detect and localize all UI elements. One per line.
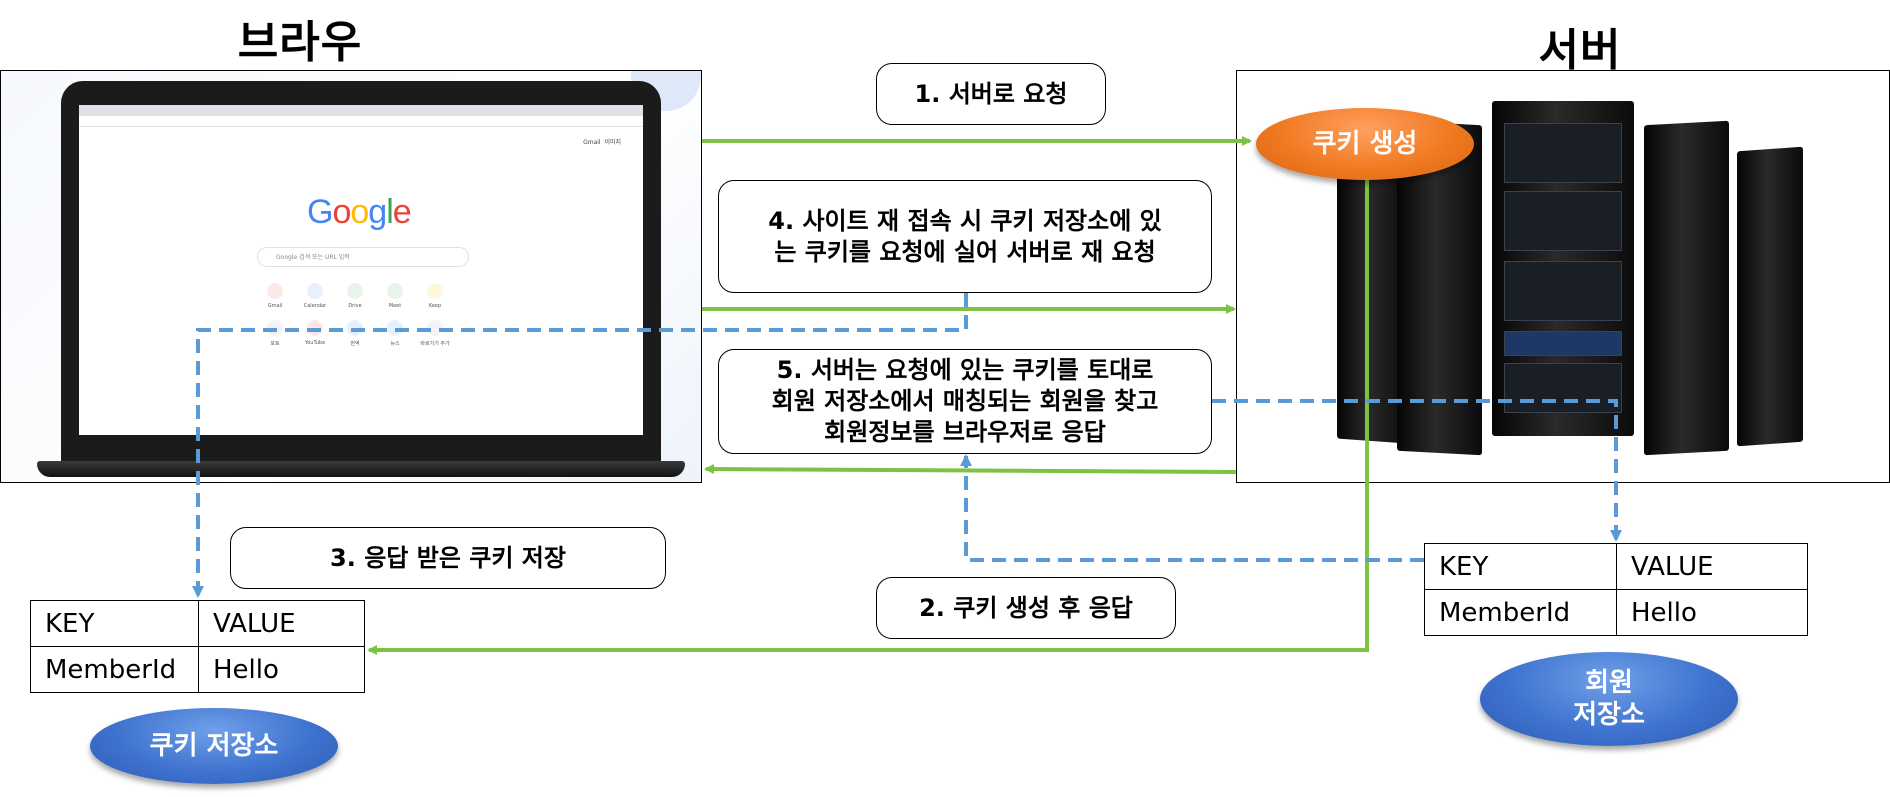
cookie-create-oval: 쿠키 생성	[1256, 108, 1474, 180]
callout-step4: 4. 사이트 재 접속 시 쿠키 저장소에 있 는 쿠키를 요청에 실어 서버로…	[718, 180, 1212, 293]
gmail-link[interactable]: Gmail	[583, 139, 601, 146]
cookie-table-value: Hello	[198, 646, 365, 693]
search-placeholder: Google 검색 또는 URL 입력	[276, 254, 350, 261]
callout-step4-line1: 4. 사이트 재 접속 시 쿠키 저장소에 있	[768, 206, 1162, 235]
shortcut-gmail-icon[interactable]	[267, 283, 283, 299]
tab-bar	[79, 105, 643, 116]
callout-step4-line2: 는 쿠키를 요청에 실어 서버로 재 요청	[774, 237, 1156, 266]
callout-step2: 2. 쿠키 생성 후 응답	[876, 577, 1176, 639]
member-table-header-row: KEY VALUE	[1424, 543, 1808, 590]
cookie-table-key: MemberId	[30, 646, 199, 693]
shortcut-keep-icon[interactable]	[427, 283, 443, 299]
member-store-label-line2: 저장소	[1573, 700, 1645, 730]
member-table: KEY VALUE MemberId Hello	[1424, 543, 1808, 636]
server-rack-center	[1492, 101, 1634, 436]
callout-step3-text: 3. 응답 받은 쿠키 저장	[330, 543, 566, 572]
callout-step3: 3. 응답 받은 쿠키 저장	[230, 527, 666, 589]
google-logo: Google	[307, 193, 412, 231]
callout-step1-text: 1. 서버로 요청	[914, 79, 1068, 108]
callout-step5-line2: 회원 저장소에서 매칭되는 회원을 찾고	[771, 387, 1159, 416]
shortcut-translate-icon[interactable]	[347, 320, 363, 336]
callout-step5-line3: 회원정보를 브라우저로 응답	[824, 417, 1106, 446]
server-rack-right2	[1644, 120, 1729, 456]
callout-step1: 1. 서버로 요청	[876, 63, 1106, 125]
server-rack-right	[1737, 146, 1803, 447]
member-table-key-header: KEY	[1424, 543, 1617, 590]
shortcut-calendar-icon[interactable]	[307, 283, 323, 299]
cookie-store-label: 쿠키 저장소	[149, 730, 279, 761]
shortcut-gmail-label: Gmail	[267, 303, 283, 309]
images-link[interactable]: 이미지	[604, 139, 621, 146]
shortcut-youtube-icon[interactable]	[307, 320, 323, 336]
callout-step5-line1: 5. 서버는 요청에 있는 쿠키를 토대로	[776, 356, 1154, 385]
browser-panel: Gmail 이미지 Google Google 검색 또는 URL 입력 Gma…	[0, 70, 702, 483]
member-table-row: MemberId Hello	[1424, 589, 1808, 636]
top-links: Gmail 이미지	[583, 137, 621, 146]
callout-step5: 5. 서버는 요청에 있는 쿠키를 토대로 회원 저장소에서 매칭되는 회원을 …	[718, 349, 1212, 454]
shortcut-translate-label: 번역	[350, 341, 360, 347]
address-bar[interactable]	[79, 116, 643, 127]
browser-window: Gmail 이미지 Google Google 검색 또는 URL 입력 Gma…	[79, 105, 643, 435]
shortcut-keep-label: Keep	[428, 303, 442, 309]
shortcut-add-icon[interactable]	[427, 320, 443, 336]
shortcut-add-label: 바로가기 추가	[420, 341, 450, 347]
shortcut-meet-icon[interactable]	[387, 283, 403, 299]
shortcut-meet-label: Meet	[388, 303, 402, 309]
laptop-base	[37, 461, 685, 477]
shortcut-calendar-label: Calendar	[303, 303, 327, 309]
laptop-screen: Gmail 이미지 Google Google 검색 또는 URL 입력 Gma…	[61, 81, 661, 466]
shortcut-drive-icon[interactable]	[347, 283, 363, 299]
shortcut-photos-label: 포토	[270, 341, 280, 347]
cookie-store-oval: 쿠키 저장소	[90, 708, 338, 784]
cookie-table-key-header: KEY	[30, 600, 199, 647]
server-title: 서버	[1538, 25, 1622, 76]
shortcut-youtube-label: YouTube	[304, 340, 326, 346]
shortcut-photos-icon[interactable]	[267, 320, 283, 336]
shortcut-drive-label: Drive	[348, 303, 362, 309]
member-table-value: Hello	[1616, 589, 1808, 636]
member-table-key: MemberId	[1424, 589, 1617, 636]
shortcut-news-icon[interactable]	[387, 320, 403, 336]
arrow-member-response	[704, 464, 1237, 475]
cookie-table: KEY VALUE MemberId Hello	[30, 600, 365, 693]
google-search-box[interactable]: Google 검색 또는 URL 입력	[257, 247, 469, 267]
cookie-table-header-row: KEY VALUE	[30, 600, 365, 647]
shortcut-news-label: 뉴스	[390, 341, 400, 347]
cookie-create-label: 쿠키 생성	[1312, 128, 1418, 159]
member-store-label-line1: 회원	[1585, 667, 1633, 698]
member-store-oval: 회원 저장소	[1480, 652, 1738, 746]
cookie-table-row: MemberId Hello	[30, 646, 365, 693]
callout-step2-text: 2. 쿠키 생성 후 응답	[919, 593, 1133, 622]
member-table-value-header: VALUE	[1616, 543, 1808, 590]
cookie-table-value-header: VALUE	[198, 600, 365, 647]
